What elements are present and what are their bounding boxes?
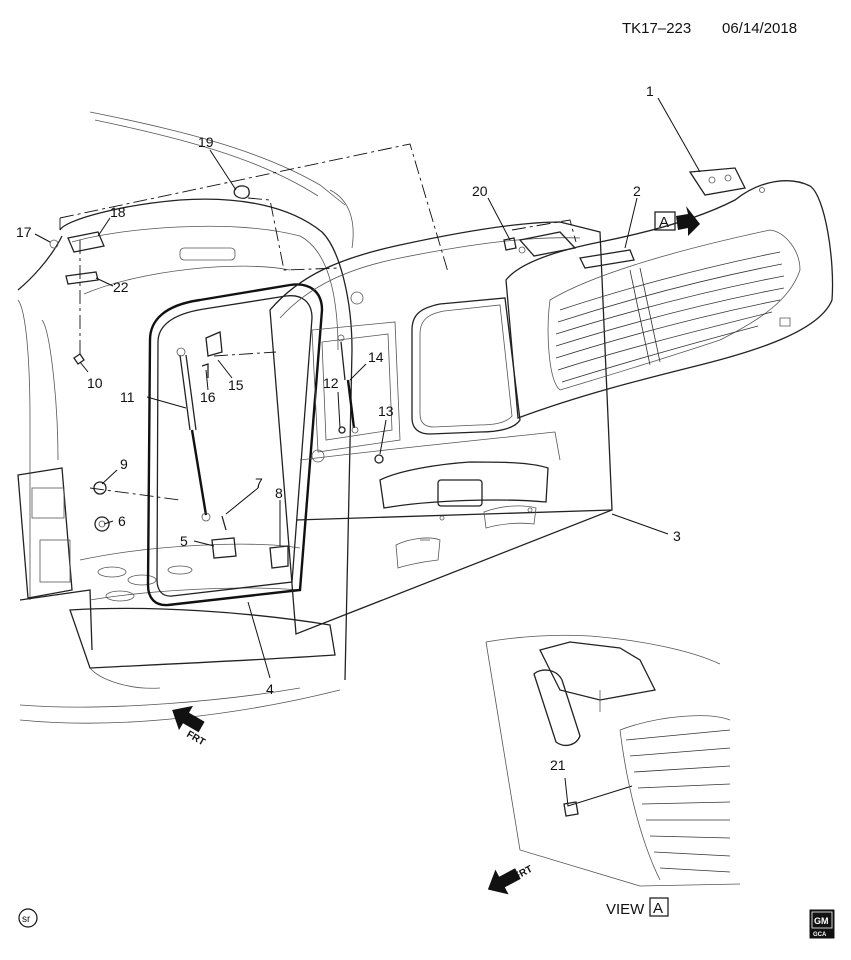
callout-8: 8 [275,485,283,501]
front-direction-arrow-icon-view-a: FRT [487,864,535,895]
callout-11: 11 [120,389,135,405]
window-seal [579,249,635,269]
liftgate-panel [269,221,613,635]
view-label-letter: A [653,900,663,917]
sr-symbol: sr [18,908,38,928]
sr-symbol-text: sr [22,914,31,925]
callout-12: 12 [323,375,339,391]
leader-lines [34,97,701,807]
view-direction-arrow-icon [676,206,700,236]
view-label-word: VIEW [606,901,645,918]
reference-lines [59,143,577,501]
callout-5: 5 [180,533,188,549]
drawing-id: TK17–223 [622,20,691,37]
callout-14: 14 [368,349,384,365]
callout-13: 13 [378,403,394,419]
callout-6: 6 [118,513,126,529]
small-hardware [49,185,517,569]
callout-15: 15 [228,377,244,393]
callout-7: 7 [255,475,263,491]
callout-9: 9 [120,456,128,472]
callout-18: 18 [110,204,126,220]
callout-22: 22 [113,279,129,295]
view-a-arrow-letter: A [659,214,669,231]
callout-4: 4 [266,681,274,697]
vehicle-body-outline [17,111,354,724]
gm-logo: GM GCA [809,909,835,939]
callout-17: 17 [16,224,32,240]
callout-20: 20 [472,183,488,199]
callout-3: 3 [673,528,681,544]
view-label-box [649,897,669,917]
frt-label-main: FRT [185,729,207,748]
gm-logo-bottom: GCA [813,932,827,938]
front-direction-arrow-icon: FRT [172,705,207,748]
callout-1: 1 [646,83,654,99]
frt-label-view-a: FRT [512,864,534,883]
callout-2: 2 [633,183,641,199]
view-a-detail [485,634,741,887]
callout-21: 21 [550,757,566,773]
gas-struts [176,334,359,522]
liftgate-window-glass [505,167,834,419]
liftgate-weatherstrip [146,283,324,607]
callout-labels: 1 2 3 4 5 6 7 8 9 10 11 12 13 14 15 16 1… [16,83,681,773]
view-a-arrow: A [654,206,700,236]
callout-16: 16 [200,389,216,405]
callout-10: 10 [87,375,103,391]
gm-logo-top: GM [814,916,829,926]
drawing-date: 06/14/2018 [722,20,797,37]
callout-19: 19 [198,134,214,150]
